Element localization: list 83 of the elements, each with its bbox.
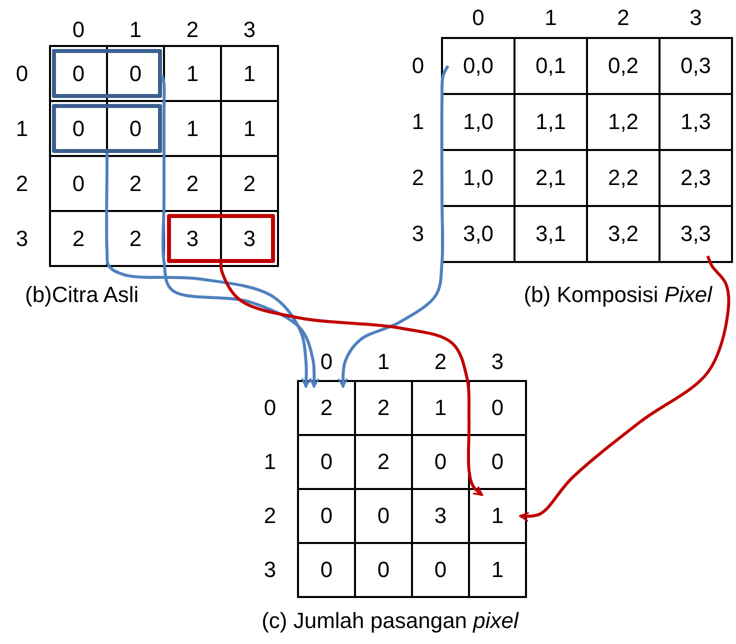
grid-cell: 2 — [304, 387, 349, 429]
grid-cell: 1 — [475, 495, 520, 537]
index-label: 2 — [186, 18, 199, 42]
index-label: 1 — [544, 6, 557, 30]
grid-cell: 0 — [304, 495, 349, 537]
matrix-caption: (b)Citra Asli — [25, 282, 139, 307]
grid-cell: 0 — [304, 549, 349, 591]
grid-cell: 3,0 — [448, 212, 508, 256]
grid-cell: 3 — [171, 218, 214, 259]
grid-cell: 0 — [114, 108, 157, 149]
index-label: 3 — [264, 558, 276, 582]
grid-cell: 0,0 — [448, 44, 508, 88]
index-label: 3 — [16, 226, 28, 250]
grid-cell: 3,1 — [520, 212, 581, 256]
index-label: 1 — [377, 350, 390, 374]
highlight-frame — [52, 49, 162, 98]
grid-cell: 2 — [114, 163, 157, 204]
highlight-frame — [52, 104, 162, 153]
grid-cell: 2,1 — [520, 156, 581, 200]
grid-cell: 2 — [361, 387, 406, 429]
grid-cell: 0 — [304, 441, 349, 483]
grid-cell: 2 — [361, 441, 406, 483]
grid-cell: 1 — [171, 108, 214, 149]
grid-cell: 0 — [475, 387, 520, 429]
grid-cell: 1 — [228, 53, 271, 94]
matrix-caption: (c) Jumlah pasangan pixel — [262, 608, 518, 633]
arrow — [220, 262, 484, 496]
grid-cell: 2 — [228, 163, 271, 204]
index-label: 0 — [16, 62, 28, 86]
index-label: 3 — [491, 350, 504, 374]
grid-cell: 0 — [57, 53, 100, 94]
index-label: 2 — [412, 166, 424, 190]
grid-cell: 0 — [418, 441, 463, 483]
index-label: 0 — [72, 18, 85, 42]
grid-cell: 0 — [361, 549, 406, 591]
index-label: 3 — [690, 6, 702, 30]
grid-cell: 1,0 — [448, 100, 508, 144]
grid-cell: 2,3 — [666, 156, 726, 200]
grid-cell: 1 — [475, 549, 520, 591]
grid-cell: 2 — [171, 163, 214, 204]
grid-cell: 0 — [475, 441, 520, 483]
matrix-caption: (b) Komposisi Pixel — [524, 282, 712, 307]
grid-cell: 3 — [228, 218, 271, 259]
arrow — [105, 153, 312, 388]
grid-cell: 3,2 — [593, 212, 654, 256]
grid-cell: 0 — [361, 495, 406, 537]
grid-cell: 2 — [57, 218, 100, 259]
grid-cell: 2,2 — [593, 156, 654, 200]
grid-cell: 3 — [418, 495, 463, 537]
index-label: 1 — [16, 116, 28, 140]
grid-cell: 0,1 — [520, 44, 581, 88]
grid-cell: 1,1 — [520, 100, 581, 144]
grid-cell: 1,3 — [666, 100, 726, 144]
index-label: 2 — [434, 350, 447, 374]
index-label: 3 — [412, 222, 424, 246]
index-label: 0 — [472, 6, 484, 30]
highlight-frame — [167, 214, 275, 263]
grid-cell: 1 — [228, 108, 271, 149]
grid-cell: 0 — [114, 53, 157, 94]
arrow — [519, 256, 730, 522]
grid-cell: 0,2 — [593, 44, 654, 88]
arrow — [338, 65, 450, 388]
grid-cell: 1,2 — [593, 100, 654, 144]
index-label: 3 — [243, 18, 256, 42]
index-label: 2 — [16, 172, 28, 196]
index-label: 1 — [412, 110, 424, 134]
index-label: 1 — [264, 450, 276, 474]
arrow — [160, 74, 320, 388]
index-label: 0 — [320, 350, 333, 374]
grid-cell: 1,0 — [448, 156, 508, 200]
grid-cell: 3,3 — [666, 212, 726, 256]
index-label: 0 — [264, 396, 276, 420]
grid-cell: 0,3 — [666, 44, 726, 88]
index-label: 2 — [617, 6, 630, 30]
index-label: 2 — [264, 504, 276, 528]
index-label: 0 — [412, 54, 424, 78]
grid-cell: 1 — [171, 53, 214, 94]
index-label: 1 — [129, 18, 142, 42]
grid-cell: 0 — [418, 549, 463, 591]
grid-cell: 0 — [57, 108, 100, 149]
grid-cell: 1 — [418, 387, 463, 429]
grid-cell: 2 — [114, 218, 157, 259]
grid-cell: 0 — [57, 163, 100, 204]
